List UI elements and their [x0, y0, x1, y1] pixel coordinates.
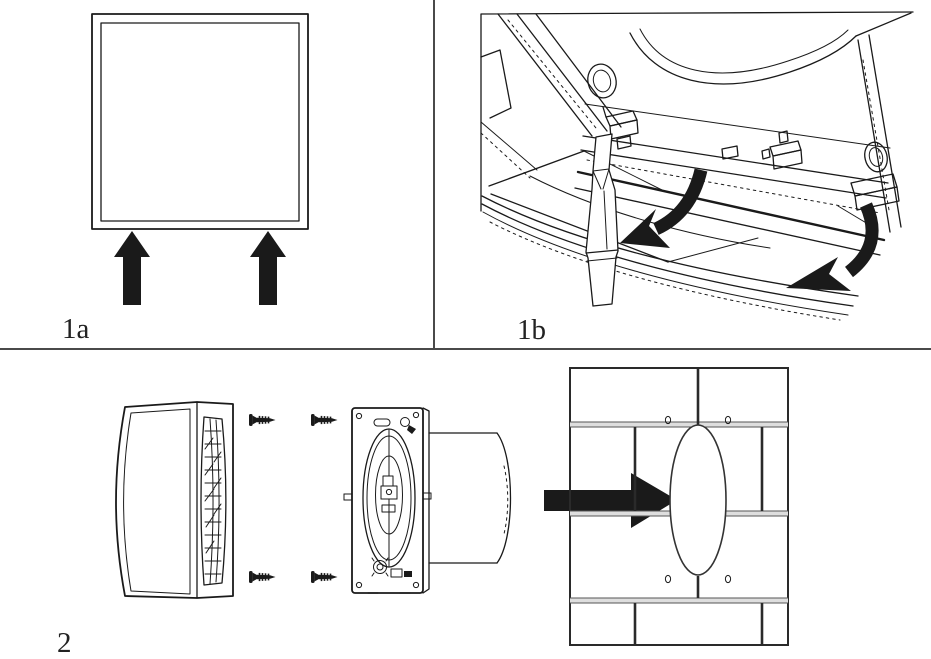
mounting-lug [343, 492, 432, 501]
knockout [400, 417, 410, 427]
pry-curved-arrow-icon [620, 168, 708, 248]
panel-2: 2 [57, 367, 789, 659]
screw-icon [310, 570, 339, 584]
panel-1b-frame [480, 11, 914, 212]
impeller-ring [362, 428, 416, 568]
wall-marks [664, 415, 732, 584]
duct-spigot [428, 432, 512, 564]
push-up-arrow-icon [250, 231, 286, 305]
pry-curved-arrow-icon [786, 202, 879, 291]
panel-1b-label: 1b [517, 314, 546, 346]
panel-1a: 1a [62, 13, 309, 345]
fan-front-cover [115, 401, 234, 599]
wall-hole [669, 424, 727, 576]
panel-1a-label: 1a [62, 313, 90, 345]
fan-body-unit [343, 407, 432, 594]
panel-1b: 1b [480, 11, 914, 346]
screw-icon [310, 413, 339, 427]
screw-hole [587, 63, 617, 99]
insert-right-arrow-icon [544, 473, 677, 528]
fan-housing-drawing [480, 12, 912, 321]
mounting-frame-inner [100, 22, 300, 222]
screw-icon [248, 570, 277, 584]
screw-icon [248, 413, 277, 427]
snap-tab [721, 145, 739, 160]
brick-joints [633, 368, 764, 645]
terminal-block [367, 557, 412, 594]
panel-2-label: 2 [57, 627, 72, 659]
brick-wall [569, 367, 789, 646]
end-bracket [850, 173, 898, 197]
panel-dividers [0, 0, 931, 350]
push-up-arrow-icon [114, 231, 150, 305]
impeller [375, 455, 403, 535]
screw-hole [864, 141, 888, 173]
snap-clip [602, 106, 639, 150]
snap-clip [761, 130, 803, 170]
pry-tool [585, 133, 619, 307]
mounting-frame-outer [91, 13, 309, 230]
cable-slot [373, 418, 391, 427]
louvre-slats [204, 418, 222, 585]
